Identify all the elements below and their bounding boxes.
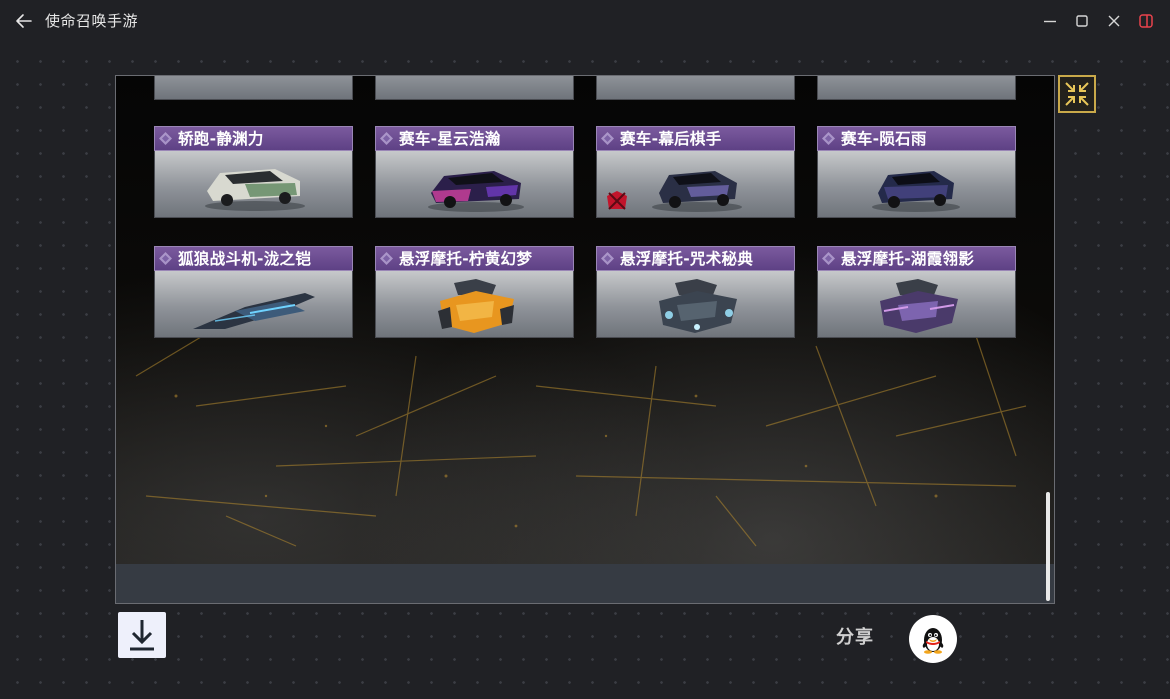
diamond-icon (380, 132, 393, 145)
card-label: 狐狼战斗机-泷之铠 (178, 250, 312, 268)
qq-penguin-icon (922, 628, 944, 654)
minimize-icon[interactable] (1041, 12, 1059, 30)
title-bar: 使命召唤手游 (0, 0, 1170, 42)
card-partial (817, 76, 1016, 100)
card-label: 悬浮摩托-咒术秘典 (620, 250, 754, 268)
close-icon[interactable] (1105, 12, 1123, 30)
vehicle-thumbnail (596, 151, 795, 218)
window-title: 使命召唤手游 (45, 12, 139, 30)
card-partial (596, 76, 795, 100)
card-partial (375, 76, 574, 100)
card-header: 赛车-星云浩瀚 (375, 126, 574, 151)
maximize-icon[interactable] (1073, 12, 1091, 30)
card-header: 赛车-幕后棋手 (596, 126, 795, 151)
diamond-icon (601, 132, 614, 145)
vehicle-thumbnail (154, 271, 353, 338)
card-header: 悬浮摩托-柠黄幻梦 (375, 246, 574, 271)
scrollbar[interactable] (1046, 492, 1050, 601)
card-label: 轿跑-静渊力 (178, 130, 264, 148)
download-button[interactable] (118, 612, 166, 658)
vehicle-thumbnail (154, 151, 353, 218)
diamond-icon (159, 132, 172, 145)
vehicle-thumbnail (596, 271, 795, 338)
card-label: 赛车-陨石雨 (841, 130, 927, 148)
broken-badge-icon (607, 191, 627, 210)
card-header: 悬浮摩托-咒术秘典 (596, 246, 795, 271)
download-icon (130, 620, 154, 651)
sidebar-toggle-icon[interactable] (1137, 12, 1155, 30)
collapse-arrows-icon[interactable] (1058, 75, 1096, 113)
card-header: 狐狼战斗机-泷之铠 (154, 246, 353, 271)
card-partial (154, 76, 353, 100)
card-header: 悬浮摩托-湖霞翎影 (817, 246, 1016, 271)
card-header: 赛车-陨石雨 (817, 126, 1016, 151)
back-arrow-icon[interactable] (14, 11, 34, 31)
share-label: 分享 (836, 627, 874, 648)
card-label: 赛车-幕后棋手 (620, 130, 722, 148)
gallery-panel: 轿跑-静渊力 赛车-星云浩瀚 (115, 75, 1055, 604)
card-label: 悬浮摩托-柠黄幻梦 (399, 250, 533, 268)
diamond-icon (822, 132, 835, 145)
diamond-icon (822, 252, 835, 265)
card-label: 悬浮摩托-湖霞翎影 (841, 250, 975, 268)
vehicle-thumbnail (817, 271, 1016, 338)
vehicle-thumbnail (817, 151, 1016, 218)
card-label: 赛车-星云浩瀚 (399, 130, 501, 148)
panel-footer-strip (116, 564, 1054, 603)
qq-share-button[interactable] (909, 615, 957, 663)
diamond-icon (601, 252, 614, 265)
card-header: 轿跑-静渊力 (154, 126, 353, 151)
vehicle-thumbnail (375, 271, 574, 338)
vehicle-thumbnail (375, 151, 574, 218)
diamond-icon (380, 252, 393, 265)
diamond-icon (159, 252, 172, 265)
